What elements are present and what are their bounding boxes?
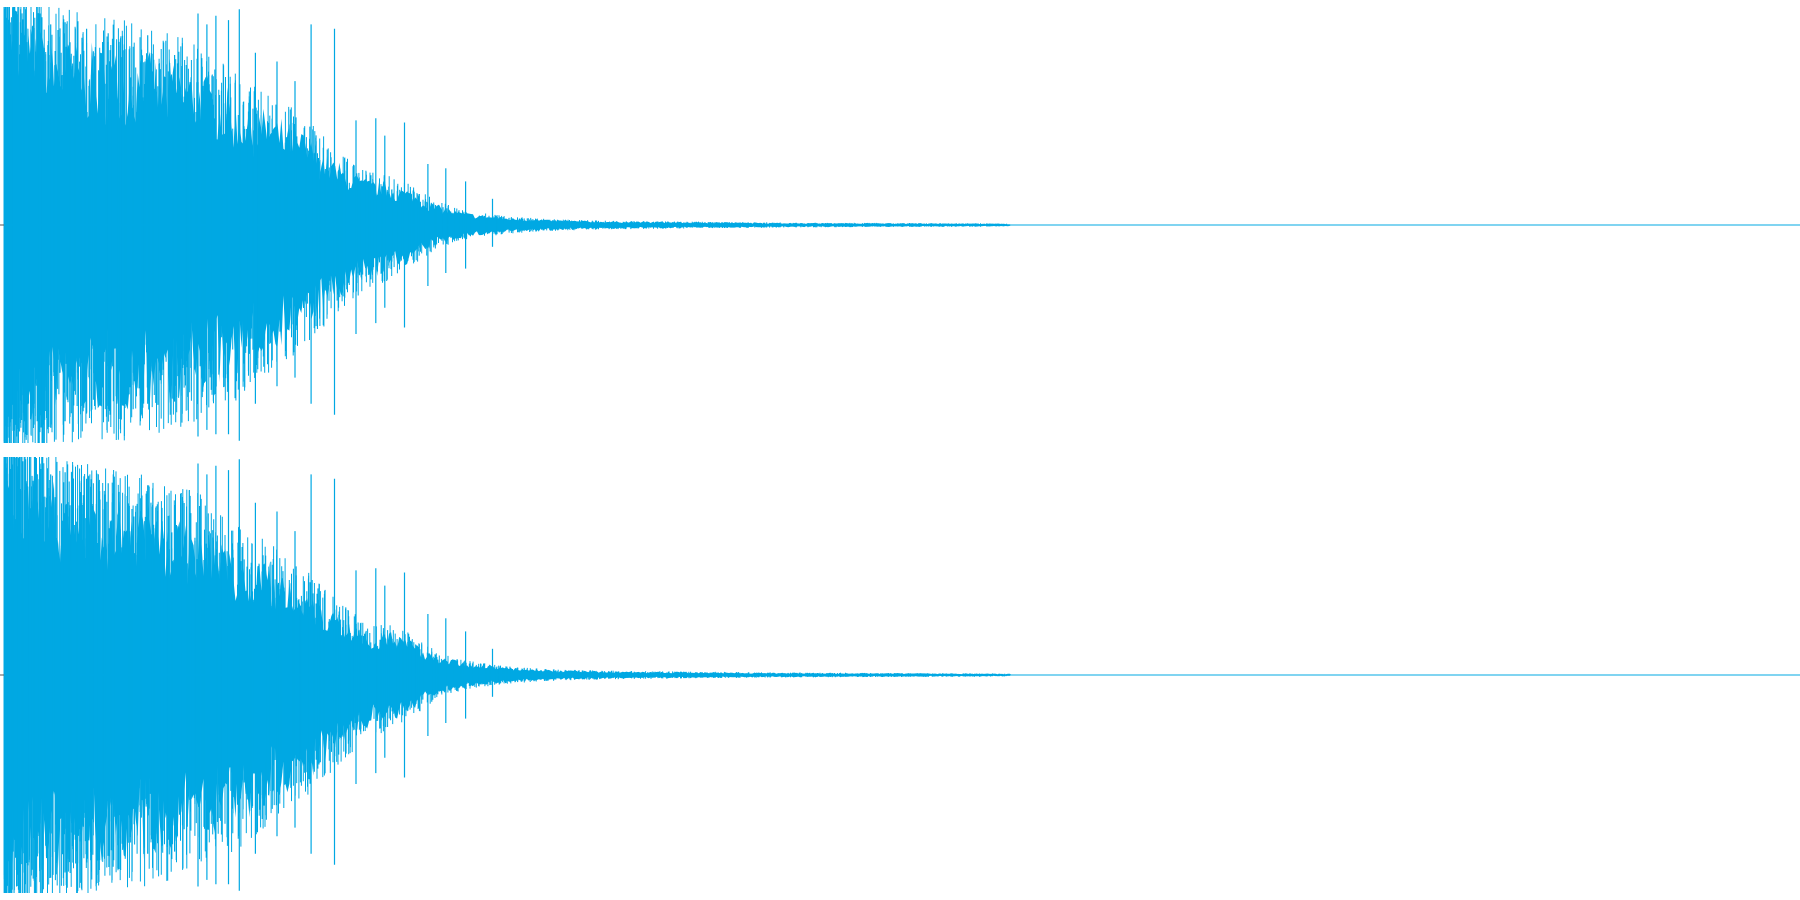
waveform-channel-left	[0, 7, 1800, 443]
waveform-channel-right	[0, 457, 1800, 893]
